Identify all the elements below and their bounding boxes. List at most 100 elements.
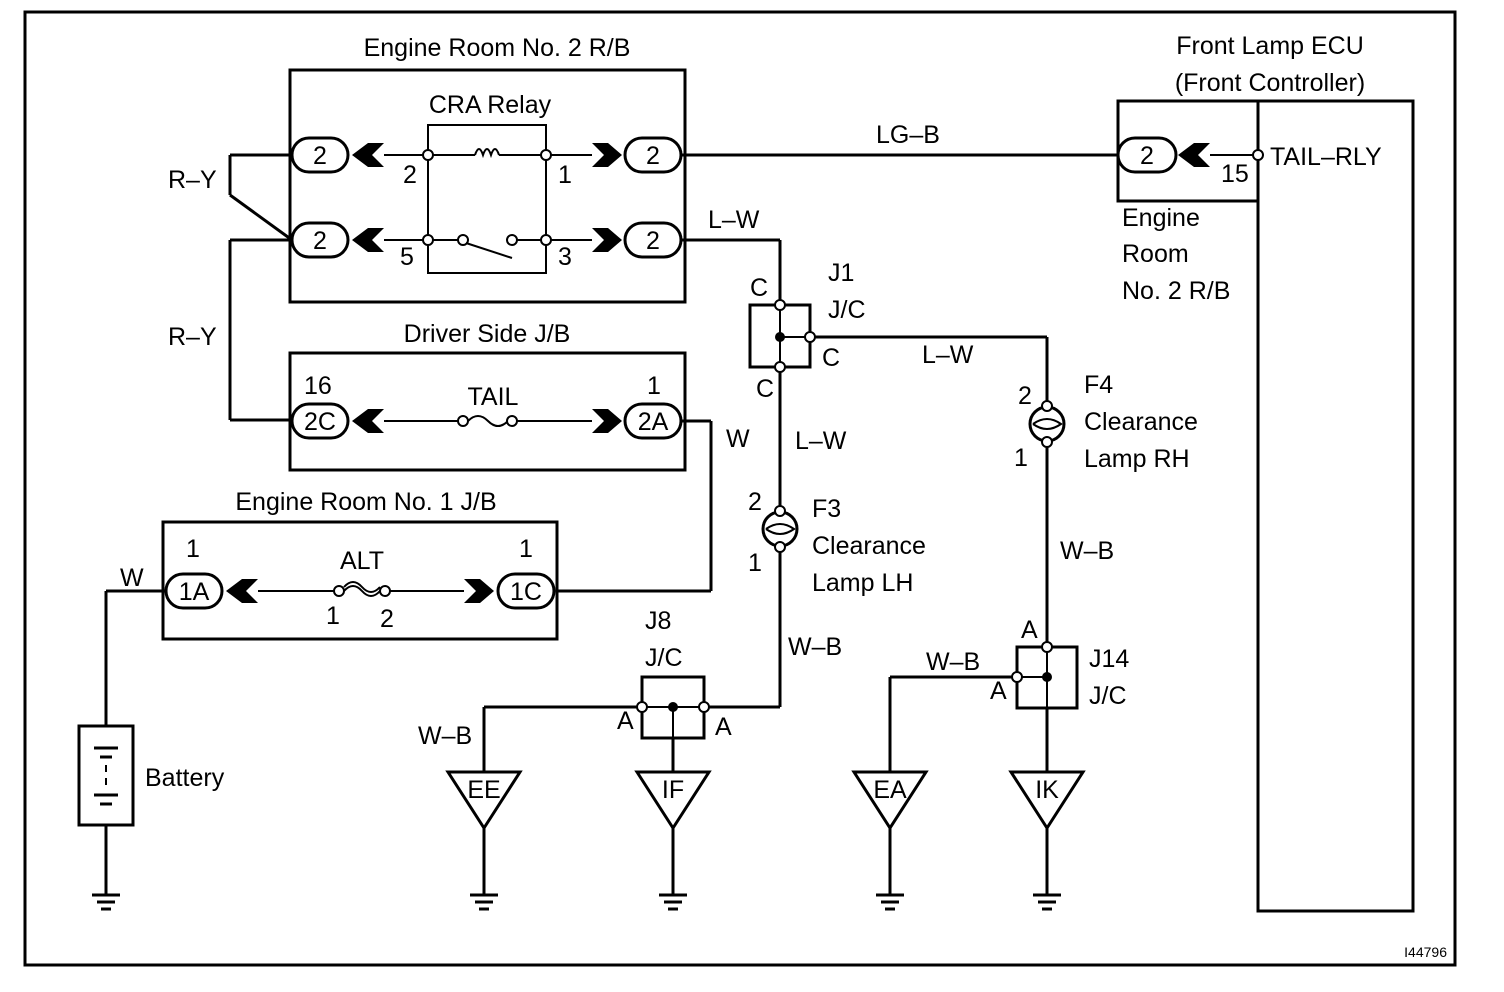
engine-room-1-jb-box (161, 520, 559, 641)
engine-room-2-rb-box (288, 68, 687, 304)
lamp-lh-icon (761, 510, 799, 548)
connector-arrow-icon (352, 228, 384, 252)
er1-pin-right: 1 (519, 535, 533, 563)
connector-2c-label: 2C (304, 408, 336, 436)
cra-relay-title: CRA Relay (429, 91, 552, 119)
wire-label-w-batt: W (120, 564, 144, 592)
connector-arrow-icon (592, 143, 622, 167)
connector-1c-label: 1C (510, 578, 542, 606)
ground-label-ik: IK (1035, 776, 1059, 804)
relay-coil-icon (474, 148, 500, 159)
j1-pin-top: C (750, 274, 768, 302)
wire-label-wb-ea: W–B (926, 648, 980, 676)
driver-jb-pin-16: 16 (304, 372, 332, 400)
j14-pin-left: A (990, 677, 1007, 705)
ground-label-ea: EA (873, 776, 907, 804)
ecu-rb-line3: No. 2 R/B (1122, 277, 1230, 305)
ecu-connector-label: 2 (1140, 142, 1154, 170)
wire-label-wb-f4: W–B (1060, 537, 1114, 565)
ecu-pin-15: 15 (1221, 160, 1249, 188)
f4-clearance-lamp-rh: 2 1 F4 Clearance Lamp RH (1014, 371, 1198, 473)
ecu-terminal-tail-rly: TAIL–RLY (1270, 143, 1382, 171)
j14-type: J/C (1089, 682, 1127, 710)
f3-line1: Clearance (812, 532, 926, 560)
connector-top-left-label: 2 (313, 142, 327, 170)
cra-relay-box (427, 124, 547, 274)
driver-side-jb-block: Driver Side J/B 16 1 2C TAIL 2A (288, 320, 687, 472)
connector-bottom-left-label: 2 (313, 227, 327, 255)
ground-point-if: IF (634, 770, 712, 911)
ecu-title-line1: Front Lamp ECU (1176, 32, 1364, 60)
wire-label-ry-upper: R–Y (168, 166, 217, 194)
connector-1a-label: 1A (179, 578, 210, 606)
engine-room-2-rb-title: Engine Room No. 2 R/B (364, 34, 631, 62)
j8-pin-right: A (715, 713, 732, 741)
relay-pin-3: 3 (558, 243, 572, 271)
relay-switch-icon (465, 242, 513, 259)
ecu-rb-line1: Engine (1122, 204, 1200, 232)
engine-room-2-rb-block: Engine Room No. 2 R/B CRA Relay 2 1 5 3 … (288, 34, 687, 304)
ecu-connector (1116, 136, 1178, 174)
driver-side-jb-box (288, 351, 687, 472)
j1-name: J1 (828, 259, 854, 287)
j14-junction: A A J14 J/C (990, 616, 1129, 710)
connector-arrow-icon (592, 228, 622, 252)
wire-label-w-right: W (726, 425, 750, 453)
connector-2a-label: 2A (638, 408, 669, 436)
wire-label-wb-f3: W–B (788, 633, 842, 661)
ground-icon (92, 893, 120, 911)
f4-line2: Lamp RH (1084, 445, 1190, 473)
j14-name: J14 (1089, 645, 1129, 673)
wire-label-lw-right: L–W (922, 341, 974, 369)
f4-pin-top: 2 (1018, 382, 1032, 410)
j1-pin-bottom: C (756, 375, 774, 403)
ground-point-ea: EA (851, 770, 929, 911)
connector-1c (496, 572, 556, 610)
lamp-rh-icon (1028, 405, 1066, 443)
er1-pin-left: 1 (186, 535, 200, 563)
fuse-tail-icon (467, 415, 509, 427)
connector-arrow-icon (1178, 143, 1210, 167)
alt-pin-1: 1 (326, 602, 340, 630)
figure-id: I44796 (1404, 944, 1447, 960)
battery-block: Battery (77, 724, 225, 827)
j1-pin-right: C (822, 344, 840, 372)
engine-room-1-jb-block: Engine Room No. 1 J/B 1 1 1A ALT 1 2 1C (161, 488, 559, 641)
wire-label-lw-mid: L–W (795, 427, 847, 455)
connector-bottom-right-label: 2 (646, 227, 660, 255)
j14-pin-top: A (1021, 616, 1038, 644)
ecu-box (1256, 99, 1415, 913)
diagram-frame (23, 10, 1457, 967)
driver-side-jb-title: Driver Side J/B (404, 320, 571, 348)
connector-arrow-icon (352, 409, 384, 433)
f4-line1: Clearance (1084, 408, 1198, 436)
f3-pin-bottom: 1 (748, 549, 762, 577)
driver-jb-pin-1: 1 (647, 372, 661, 400)
j8-name: J8 (645, 607, 671, 635)
f4-pin-bottom: 1 (1014, 444, 1028, 472)
wire-label-lg-b: LG–B (876, 121, 940, 149)
engine-room-1-jb-title: Engine Room No. 1 J/B (235, 488, 496, 516)
ground-point-ik: IK (1008, 770, 1086, 911)
ground-label-ee: EE (467, 776, 500, 804)
connector-arrow-icon (226, 579, 258, 603)
fuse-tail-label: TAIL (468, 383, 519, 411)
ecu-title-line2: (Front Controller) (1175, 69, 1365, 97)
f3-code: F3 (812, 495, 841, 523)
wire-label-ry-lower: R–Y (168, 323, 217, 351)
ground-label-if: IF (662, 776, 684, 804)
connector-arrow-icon (464, 579, 494, 603)
relay-pin-1: 1 (558, 161, 572, 189)
connector-arrow-icon (352, 143, 384, 167)
j1-junction: C C C J1 J/C (748, 259, 866, 403)
j8-type: J/C (645, 644, 683, 672)
ry-wiring: R–Y R–Y (168, 153, 293, 422)
connector-arrow-icon (592, 409, 622, 433)
alt-pin-2: 2 (380, 605, 394, 633)
fuse-alt-label: ALT (340, 547, 384, 575)
j1-type: J/C (828, 296, 866, 324)
f3-line2: Lamp LH (812, 569, 913, 597)
relay-pin-5: 5 (400, 243, 414, 271)
ecu-rb-line2: Room (1122, 240, 1189, 268)
